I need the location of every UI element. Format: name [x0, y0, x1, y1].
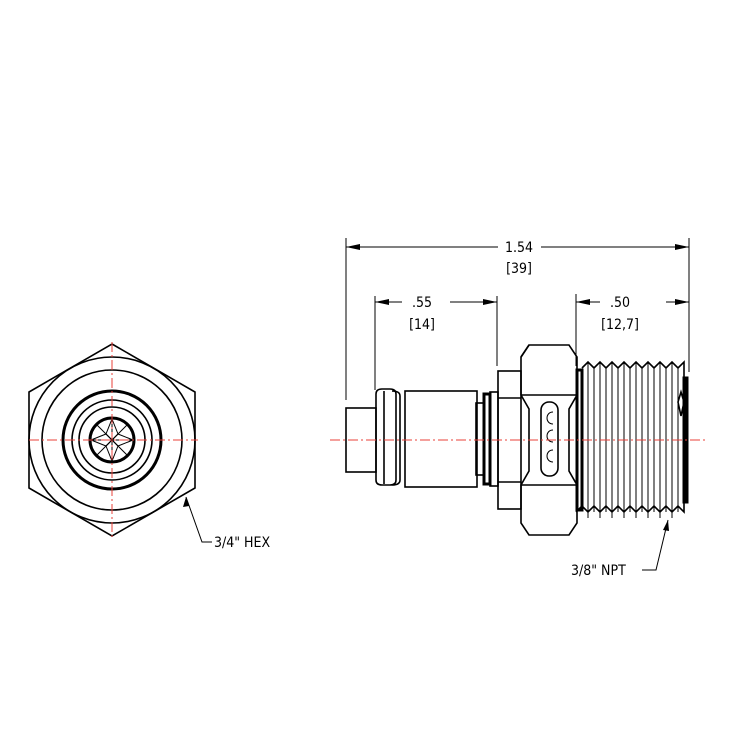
overall-mm: [39] — [506, 261, 532, 277]
thread-inch: .50 — [610, 295, 630, 311]
logo-icon — [546, 411, 554, 463]
dimension-probe: .55 [14] — [374, 295, 498, 390]
probe-mm: [14] — [409, 317, 435, 333]
probe-inch: .55 — [412, 295, 432, 311]
npt-label: 3/8" NPT — [571, 563, 626, 579]
hex-label: 3/4" HEX — [214, 535, 270, 551]
npt-callout: 3/8" NPT — [571, 519, 669, 579]
side-view — [330, 344, 705, 536]
end-view-hex — [28, 342, 198, 538]
dimension-thread: .50 [12,7] — [575, 294, 689, 366]
hex-callout: 3/4" HEX — [183, 496, 270, 551]
overall-inch: 1.54 — [505, 240, 533, 256]
thread-mm: [12,7] — [601, 317, 639, 333]
dimension-overall: 1.54 [39] — [345, 238, 690, 400]
